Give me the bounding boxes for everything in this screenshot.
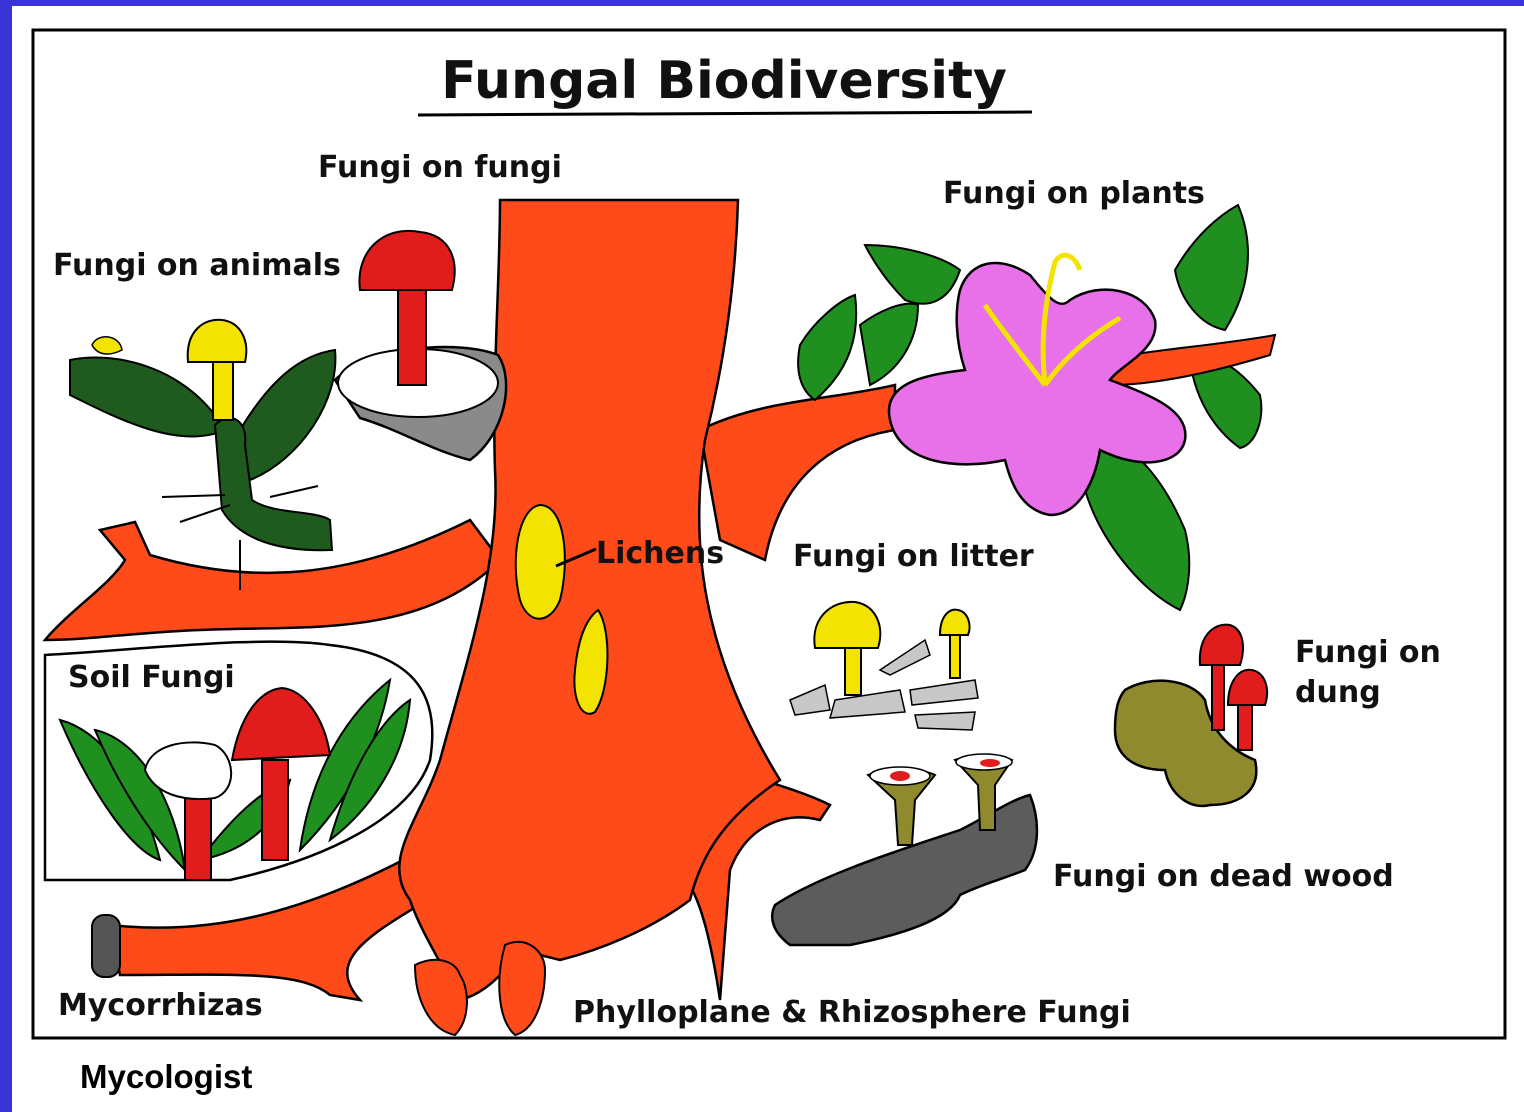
label-fungi-on-animals: Fungi on animals [53, 248, 341, 283]
mycorrhiza-root-tip [92, 915, 120, 977]
soil-mushroom-tall-stem [262, 760, 288, 860]
diagram-title: Fungal Biodiversity [441, 51, 1007, 111]
label-lichens: Lichens [596, 536, 724, 571]
dung-mushroom-1-stem [1212, 660, 1224, 730]
label-phylloplane-rhizosphere: Phylloplane & Rhizosphere Fungi [573, 995, 1131, 1030]
label-fungi-on-dead-wood: Fungi on dead wood [1053, 859, 1394, 894]
red-mushroom-stem [398, 290, 426, 385]
label-soil-fungi: Soil Fungi [68, 660, 235, 695]
label-fungi-on-dung-line1: Fungi on [1295, 635, 1441, 670]
label-mycorrhizas: Mycorrhizas [58, 988, 263, 1023]
label-fungi-on-fungi: Fungi on fungi [318, 150, 562, 185]
litter-mushroom-2-stem [950, 630, 960, 678]
label-fungi-on-dung-line2: dung [1295, 675, 1381, 710]
caption-mycologist: Mycologist [80, 1058, 252, 1096]
label-fungi-on-plants: Fungi on plants [943, 176, 1205, 211]
lichen-patch-1 [516, 505, 565, 619]
yellow-mushroom-stem [213, 360, 233, 420]
slide-frame-left [0, 0, 12, 1112]
label-fungi-on-litter: Fungi on litter [793, 539, 1034, 574]
slide-frame-top [0, 0, 1524, 6]
dung-mushroom-2-stem [1238, 700, 1252, 750]
soil-mushroom-small-stem [185, 790, 211, 880]
